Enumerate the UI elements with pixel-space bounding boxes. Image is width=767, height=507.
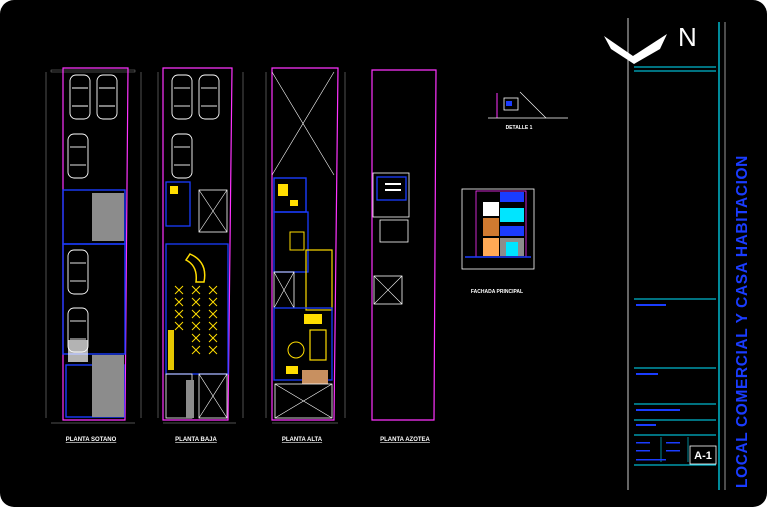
- plan-planta-sotano: PLANTA SOTANO: [45, 67, 142, 443]
- label-planta-baja: PLANTA BAJA: [175, 437, 217, 443]
- detail-1: DETALLE 1: [488, 91, 568, 131]
- sheet-number-box: [689, 445, 717, 465]
- north-arrow-icon: N: [604, 22, 697, 64]
- label-fachada-principal: FACHADA PRINCIPAL: [471, 289, 523, 295]
- plan-planta-azotea: PLANTA AZOTEA: [371, 69, 437, 443]
- plan-planta-baja: PLANTA BAJA: [157, 67, 244, 443]
- project-title: LOCAL COMERCIAL Y CASA HABITACION: [734, 155, 751, 488]
- label-planta-sotano: PLANTA SOTANO: [66, 437, 117, 443]
- label-planta-alta: PLANTA ALTA: [282, 437, 323, 443]
- label-detalle-1: DETALLE 1: [506, 125, 533, 131]
- plan-planta-alta: PLANTA ALTA: [265, 67, 346, 443]
- label-planta-azotea: PLANTA AZOTEA: [380, 437, 430, 443]
- facade-principal: FACHADA PRINCIPAL: [461, 188, 535, 295]
- sheet-number: A-1: [694, 450, 712, 462]
- title-block: A-1 LOCAL COMERCIAL Y CASA HABITACION: [627, 18, 751, 490]
- north-label: N: [678, 22, 697, 52]
